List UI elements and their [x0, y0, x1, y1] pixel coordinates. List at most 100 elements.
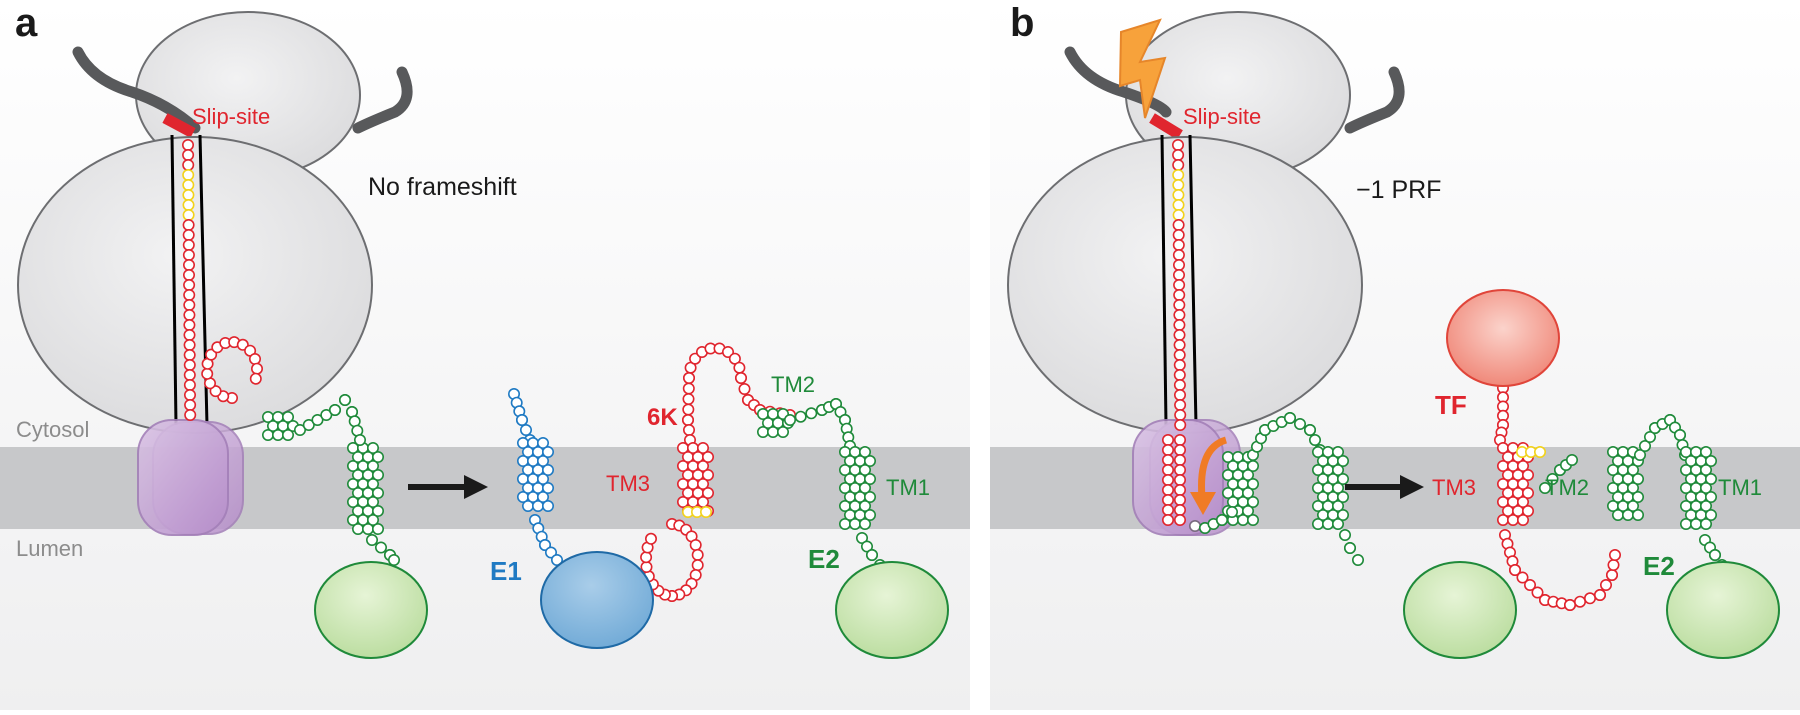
- linker-residue: [783, 413, 796, 426]
- tm-residue: [1247, 477, 1260, 490]
- 6k-residue: [682, 423, 695, 436]
- tunnel-residue: [1162, 433, 1175, 446]
- tm3-residue: [1497, 513, 1510, 526]
- lumen-label: Lumen: [16, 536, 83, 561]
- tm-residue: [1312, 517, 1325, 530]
- 6k-residue: [682, 392, 695, 405]
- linker-residue: [328, 403, 341, 416]
- tunnel-residue: [183, 268, 196, 281]
- loop-residue: [251, 362, 264, 375]
- tf-residue: [1531, 586, 1544, 599]
- linker-residue: [1634, 448, 1647, 461]
- tunnel-residue: [1162, 443, 1175, 456]
- tunnel-residue: [1162, 493, 1175, 506]
- tunnel-residue: [1172, 239, 1185, 252]
- tm-residue: [371, 504, 384, 517]
- loop-residue: [691, 559, 704, 572]
- tm2-residue: [1539, 481, 1552, 494]
- linker-residue: [805, 407, 818, 420]
- tm-residue: [1332, 481, 1345, 494]
- tm2-residue: [1627, 463, 1640, 476]
- 6k-chain: [640, 342, 796, 602]
- tunnel-residue: [1174, 463, 1187, 476]
- arrow-head-b: [1400, 475, 1424, 499]
- tm1-residue: [848, 517, 861, 530]
- tunnel-residue: [1162, 463, 1175, 476]
- tunnel-residue: [1172, 179, 1185, 192]
- linker-residue: [1294, 417, 1307, 430]
- loop-residue: [249, 372, 262, 385]
- tm-residue: [271, 428, 284, 441]
- tm2-residue: [1546, 472, 1559, 485]
- tunnel-residue: [183, 308, 196, 321]
- 6k-residue: [733, 361, 746, 374]
- tunnel-residue: [1174, 453, 1187, 466]
- tunnel-residue: [1174, 418, 1187, 431]
- tunnel-residue: [183, 358, 196, 371]
- tunnel-residue: [182, 149, 195, 162]
- linker-residue: [293, 423, 306, 436]
- tf-residue: [1574, 595, 1587, 608]
- tunnel-residue: [182, 199, 195, 212]
- tunnel-residue: [1173, 328, 1186, 341]
- tunnel-residue: [182, 209, 195, 222]
- exit-tunnel-right-wall-b: [1188, 134, 1198, 426]
- e1-tm-residue: [541, 499, 554, 512]
- 6k-label: 6K: [647, 404, 678, 431]
- tm1-residue: [863, 490, 876, 503]
- tf-residue: [1516, 571, 1529, 584]
- tm3-residue: [1522, 486, 1535, 499]
- linker-residue: [1339, 528, 1352, 541]
- linker-residue: [353, 433, 366, 446]
- tm-residue: [1332, 517, 1345, 530]
- e1-tm-residue: [521, 499, 534, 512]
- exit-tunnel-left-wall-a: [170, 134, 178, 426]
- tunnel-residue: [1172, 249, 1185, 262]
- tf-residue: [1584, 592, 1597, 605]
- tunnel-residue: [1173, 358, 1186, 371]
- tunnel-residue: [1173, 308, 1186, 321]
- 6k-residue: [738, 382, 751, 395]
- tunnel-residue: [1174, 493, 1187, 506]
- 6k-residue: [682, 403, 695, 416]
- tunnel-residue: [183, 298, 196, 311]
- tm1-residue: [863, 472, 876, 485]
- tunnel-residue: [182, 179, 195, 192]
- tm-residue: [366, 441, 379, 454]
- tf-residue: [1609, 548, 1622, 561]
- tm-residue: [361, 522, 374, 535]
- tunnel-residue: [182, 139, 195, 152]
- tunnel-residue: [1174, 408, 1187, 421]
- tunnel-residue: [1172, 139, 1185, 152]
- tf-residue: [1600, 578, 1613, 591]
- linker-residue: [1309, 433, 1322, 446]
- e2-ectodomain-b: [1666, 561, 1780, 659]
- e1-tm-residue: [536, 436, 549, 449]
- inserting-chain-b: [1199, 411, 1365, 566]
- tm3-residue: [1517, 477, 1530, 490]
- tunnel-residue: [1174, 473, 1187, 486]
- tunnel-residue: [1173, 268, 1186, 281]
- tm2-residue: [1627, 481, 1640, 494]
- linker-residue: [374, 541, 387, 554]
- slip-site-marker-b: [1149, 113, 1183, 140]
- frameshift-state-label-b: −1 PRF: [1356, 176, 1441, 204]
- tunnel-residue: [183, 288, 196, 301]
- translocon-front-a: [137, 419, 229, 536]
- e1-tm-residue: [531, 499, 544, 512]
- tunnel-residue: [183, 278, 196, 291]
- tunnel-residue: [1172, 219, 1185, 232]
- tm3-residue: [1507, 513, 1520, 526]
- cytosol-label: Cytosol: [16, 417, 89, 442]
- tm-residue: [1337, 472, 1350, 485]
- tunnel-residue: [1172, 229, 1185, 242]
- e1-chain: [507, 387, 563, 566]
- tunnel-residue: [1173, 348, 1186, 361]
- tm3-residue: [701, 468, 714, 481]
- tm2-residue: [1612, 508, 1625, 521]
- linker-residue: [1304, 423, 1317, 436]
- tf-residue: [1594, 588, 1607, 601]
- mrna-left-a: [72, 46, 201, 134]
- tunnel-residue: [182, 159, 195, 172]
- slip-site-marker-a: [162, 113, 196, 138]
